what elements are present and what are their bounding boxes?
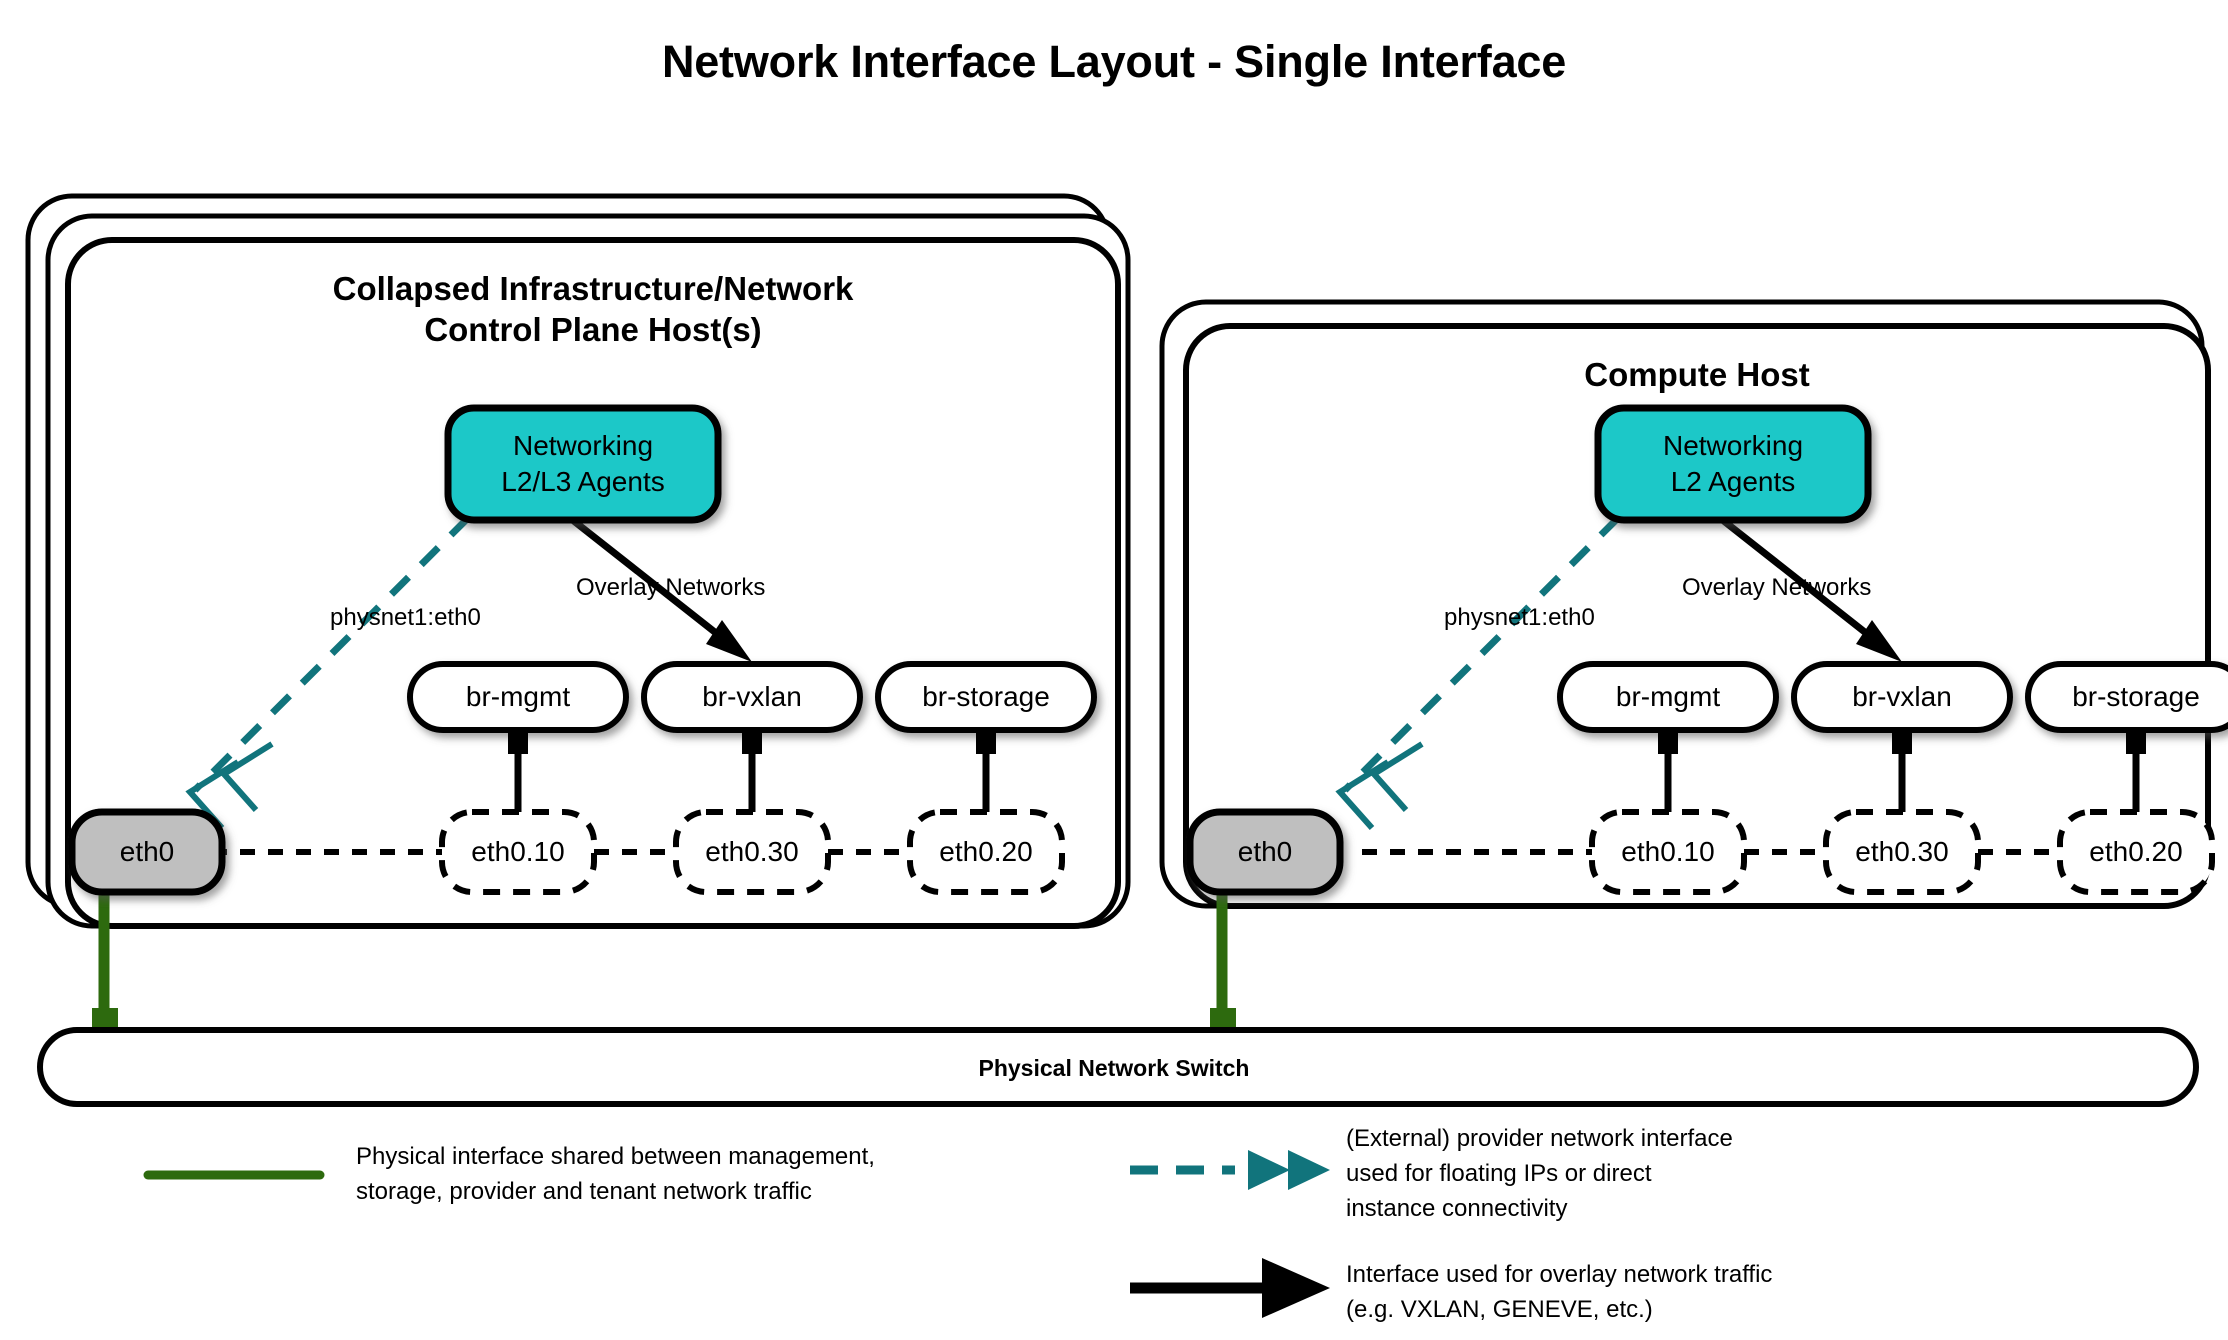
vlan-interface-eth0-20[interactable] <box>2057 809 2215 895</box>
provider-network-link-right <box>1335 515 1621 830</box>
legend-text-overlay: Interface used for overlay network traff… <box>1346 1261 1773 1323</box>
overlay-arrowhead <box>1856 620 1902 662</box>
provider-dashed-line <box>192 515 471 793</box>
physical-interface-eth0-left[interactable] <box>68 808 226 896</box>
compute-host-stack <box>1159 299 2211 909</box>
overlay-line <box>1717 515 1888 651</box>
vlan-interface-eth0-20[interactable] <box>907 809 1065 895</box>
host-card-front <box>65 237 1121 929</box>
bridge-box-br-mgmt[interactable] <box>407 661 629 733</box>
legend-solid-black-arrow-icon <box>1130 1258 1330 1318</box>
connector-nub <box>2126 728 2146 754</box>
overlay-arrowhead <box>706 620 752 662</box>
overlay-network-label-right: Overlay Networks <box>1682 574 1872 601</box>
host-title-compute: Compute Host <box>1186 354 2208 395</box>
overlay-network-link-right <box>1717 515 1902 662</box>
provider-network-label-right: physnet1:eth0 <box>1444 604 1595 631</box>
connector-nub <box>742 728 762 754</box>
connector-nub <box>1892 728 1912 754</box>
overlay-network-link-left <box>567 515 752 662</box>
host-title-control-plane: Collapsed Infrastructure/Network Control… <box>68 268 1118 351</box>
provider-network-label-left: physnet1:eth0 <box>330 604 481 631</box>
host-card-front <box>1183 323 2211 909</box>
connector-nub <box>1658 728 1678 754</box>
overlay-network-label-left: Overlay Networks <box>576 574 766 601</box>
networking-agents-box[interactable] <box>444 404 722 524</box>
host-title-line-1: Compute Host <box>1584 356 1810 393</box>
vlan-interface-eth0-30[interactable] <box>673 809 831 895</box>
vlan-interface-eth0-10[interactable] <box>439 809 597 895</box>
physical-network-switch[interactable] <box>37 1027 2199 1107</box>
bridge-box-br-vxlan[interactable] <box>641 661 863 733</box>
host-title-line-2: Control Plane Host(s) <box>424 311 762 349</box>
networking-agents-box[interactable] <box>1594 404 1872 524</box>
provider-arrowhead <box>1335 741 1424 830</box>
bridge-box-br-mgmt[interactable] <box>1557 661 1779 733</box>
legend-text-provider: (External) provider network interface us… <box>1346 1125 1733 1222</box>
page-title: Network Interface Layout - Single Interf… <box>661 36 1567 87</box>
legend-dashed-teal-arrow-icon <box>1130 1150 1330 1190</box>
bridge-box-br-storage[interactable] <box>2025 661 2228 733</box>
vlan-interface-eth0-10[interactable] <box>1589 809 1747 895</box>
provider-dashed-line <box>1342 515 1621 793</box>
physical-network-switch-label: Physical Network Switch <box>978 1055 1250 1081</box>
vlan-interface-eth0-30[interactable] <box>1823 809 1981 895</box>
bridge-box-br-storage[interactable] <box>875 661 1097 733</box>
connector-nub <box>976 728 996 754</box>
overlay-line <box>567 515 738 651</box>
legend-text-physical: Physical interface shared between manage… <box>356 1143 875 1205</box>
connector-nub <box>508 728 528 754</box>
bridge-box-br-vxlan[interactable] <box>1791 661 2013 733</box>
host-title-line-1: Collapsed Infrastructure/Network <box>332 270 854 307</box>
physical-interface-eth0-right[interactable] <box>1186 808 1344 896</box>
